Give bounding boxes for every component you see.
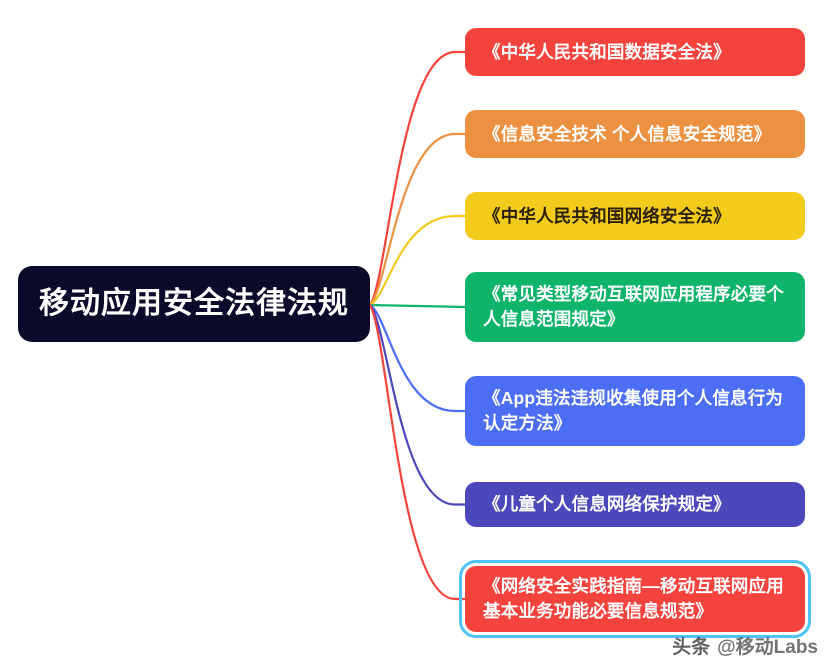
branch-node-label: 《中华人民共和国网络安全法》: [483, 205, 731, 226]
branch-node-label: 《中华人民共和国数据安全法》: [483, 41, 731, 62]
connector-line: [368, 214, 467, 307]
watermark-brand: 头条: [672, 637, 711, 658]
connector-line: [368, 303, 467, 413]
connector-line: [368, 303, 467, 506]
branch-node-label: 《常见类型移动互联网应用程序必要个人信息范围规定》: [483, 284, 784, 329]
branch-node[interactable]: 《中华人民共和国数据安全法》: [465, 28, 805, 76]
watermark-handle: @移动Labs: [717, 637, 818, 658]
root-node-label: 移动应用安全法律法规: [39, 287, 349, 320]
connector-line: [368, 303, 467, 601]
branch-node[interactable]: 《网络安全实践指南—移动互联网应用基本业务功能必要信息规范》: [459, 560, 811, 638]
watermark: 头条 @移动Labs: [672, 632, 818, 659]
connector-line: [368, 303, 467, 309]
root-node[interactable]: 移动应用安全法律法规: [18, 266, 370, 342]
connector-line: [368, 50, 467, 307]
branch-node[interactable]: 《常见类型移动互联网应用程序必要个人信息范围规定》: [465, 272, 805, 342]
branch-node[interactable]: 《App违法违规收集使用个人信息行为认定方法》: [465, 376, 805, 446]
branch-node-label: 《信息安全技术 个人信息安全规范》: [483, 123, 772, 144]
branch-node-label: 《App违法违规收集使用个人信息行为认定方法》: [483, 388, 784, 433]
branch-node[interactable]: 《中华人民共和国网络安全法》: [465, 192, 805, 240]
branch-node-label: 《网络安全实践指南—移动互联网应用基本业务功能必要信息规范》: [483, 576, 784, 621]
connector-line: [368, 132, 467, 307]
branch-node[interactable]: 《信息安全技术 个人信息安全规范》: [465, 110, 805, 158]
branch-node[interactable]: 《儿童个人信息网络保护规定》: [465, 482, 805, 527]
branch-node-label: 《儿童个人信息网络保护规定》: [483, 494, 731, 515]
